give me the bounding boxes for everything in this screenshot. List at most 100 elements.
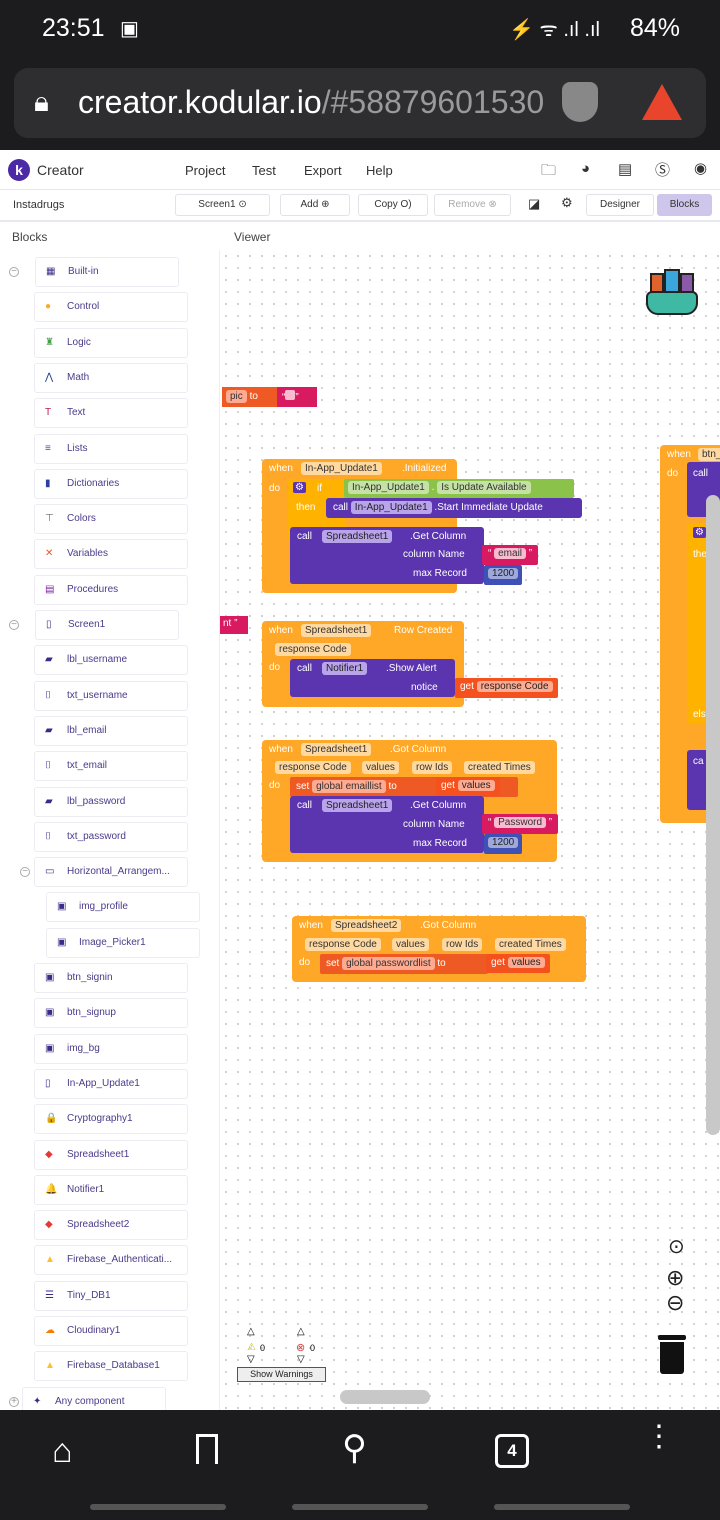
component-dropdown[interactable]: Spreadsheet2 bbox=[331, 919, 402, 932]
sidebar-item-spreadsheet2[interactable]: ◆Spreadsheet2 bbox=[34, 1210, 188, 1241]
variable-dropdown[interactable]: response Code bbox=[476, 681, 553, 692]
partial-text-block[interactable]: nt ” bbox=[220, 616, 248, 634]
trash-icon[interactable] bbox=[658, 1335, 686, 1375]
text-value[interactable]: Password bbox=[494, 817, 547, 828]
address-bar[interactable]: 🔒︎ creator.kodular.io/#58879601530 bbox=[14, 68, 706, 138]
sidebar-item-tiny-db1[interactable]: ☰Tiny_DB1 bbox=[34, 1280, 188, 1311]
sidebar-item-firebase-database1[interactable]: ▲Firebase_Database1 bbox=[34, 1351, 188, 1382]
sidebar-item-any-component[interactable]: ✦Any component bbox=[22, 1386, 166, 1410]
sidebar-item-txt-password[interactable]: ⌷txt_password bbox=[34, 821, 188, 852]
tabs-button[interactable]: 4 bbox=[495, 1434, 529, 1468]
sidebar-item-dictionaries[interactable]: ▮Dictionaries bbox=[34, 468, 188, 499]
blocks-tab[interactable]: Blocks bbox=[657, 194, 712, 216]
sidebar-item-cryptography1[interactable]: 🔒Cryptography1 bbox=[34, 1104, 188, 1135]
sidebar-item-firebase-authenticati[interactable]: ▲Firebase_Authenticati... bbox=[34, 1245, 188, 1276]
show-warnings-button[interactable]: Show Warnings bbox=[237, 1367, 326, 1382]
parameter[interactable]: values bbox=[362, 761, 399, 774]
folder-star-icon[interactable]: 🗀 bbox=[541, 162, 557, 179]
sidebar-item-img-bg[interactable]: ▣img_bg bbox=[34, 1033, 188, 1064]
sidebar-item-built-in[interactable]: ▦Built-in bbox=[35, 257, 179, 287]
bookmark-icon[interactable] bbox=[196, 1434, 218, 1464]
component-dropdown[interactable]: Spreadsheet1 bbox=[322, 799, 393, 812]
dollar-icon[interactable]: Ⓢ bbox=[655, 162, 671, 179]
show-alert-block[interactable]: call Notifier1 .Show Alert notice bbox=[290, 659, 455, 697]
parameter[interactable]: created Times bbox=[495, 938, 566, 951]
number-block[interactable]: 1200 bbox=[484, 834, 523, 854]
text-block[interactable]: “ ” bbox=[277, 387, 317, 407]
variable-dropdown[interactable]: values bbox=[507, 957, 545, 968]
set-global-passwordlist-block[interactable]: set global passwordlist to bbox=[320, 954, 488, 974]
collapse-toggle-icon[interactable]: − bbox=[9, 620, 19, 630]
collapse-toggle-icon[interactable]: − bbox=[20, 867, 30, 878]
recenter-icon[interactable]: ⊙ bbox=[668, 1236, 685, 1258]
backpack-icon[interactable] bbox=[644, 265, 704, 320]
get-column-block[interactable]: call Spreadsheet1 .Get Column column Nam… bbox=[290, 796, 484, 853]
gear-icon[interactable]: ⚙ bbox=[293, 482, 306, 493]
sidebar-item-horizontal-arrangem[interactable]: ▭Horizontal_Arrangem... bbox=[34, 857, 188, 888]
sidebar-item-txt-email[interactable]: ⌷txt_email bbox=[34, 751, 188, 782]
designer-tab[interactable]: Designer bbox=[586, 194, 654, 216]
sidebar-item-lists[interactable]: ≡Lists bbox=[34, 433, 188, 464]
sidebar-item-image-picker1[interactable]: ▣Image_Picker1 bbox=[46, 927, 200, 958]
warning-down-arrow[interactable]: ▽ bbox=[247, 1354, 255, 1365]
get-block[interactable]: get values bbox=[436, 777, 500, 796]
sidebar-item-cloudinary1[interactable]: ☁Cloudinary1 bbox=[34, 1316, 188, 1346]
menu-test[interactable]: Test bbox=[252, 163, 276, 178]
add-screen-button[interactable]: Add ⊕ bbox=[280, 194, 350, 216]
get-block[interactable]: get values bbox=[486, 954, 550, 973]
parameter[interactable]: row Ids bbox=[442, 938, 483, 951]
parameter[interactable]: created Times bbox=[464, 761, 535, 774]
gear-icon[interactable]: ⚙ bbox=[561, 195, 573, 210]
number-value[interactable]: 1200 bbox=[488, 837, 519, 848]
error-down-arrow[interactable]: ▽ bbox=[297, 1354, 305, 1365]
sidebar-item-spreadsheet1[interactable]: ◆Spreadsheet1 bbox=[34, 1139, 188, 1170]
variable-dropdown[interactable]: global emaillist bbox=[312, 780, 386, 793]
variable-dropdown[interactable]: values bbox=[457, 780, 495, 791]
variable-dropdown[interactable]: global passwordlist bbox=[342, 957, 435, 970]
component-dropdown[interactable]: btn_ bbox=[698, 448, 720, 461]
sidebar-item-screen1[interactable]: ▯Screen1 bbox=[35, 610, 179, 640]
number-block[interactable]: 1200 bbox=[484, 565, 523, 585]
text-block[interactable]: “ email ” bbox=[482, 545, 539, 565]
zoom-out-icon[interactable]: ⊖ bbox=[666, 1290, 685, 1315]
collapse-toggle-icon[interactable]: − bbox=[9, 267, 19, 277]
component-dropdown[interactable]: Spreadsheet1 bbox=[301, 743, 372, 756]
parameter[interactable]: row Ids bbox=[412, 761, 453, 774]
sidebar-item-control[interactable]: ●Control bbox=[34, 292, 188, 323]
menu-project[interactable]: Project bbox=[185, 163, 226, 178]
component-dropdown[interactable]: In-App_Update1 bbox=[348, 481, 429, 494]
warning-up-arrow[interactable]: △ bbox=[247, 1326, 255, 1337]
sidebar-item-colors[interactable]: ⊤Colors bbox=[34, 504, 188, 535]
text-value[interactable]: email bbox=[494, 548, 527, 559]
more-menu-icon[interactable]: ⋮ bbox=[644, 1420, 674, 1453]
palette-icon[interactable]: ◕ bbox=[581, 160, 591, 177]
screen-selector[interactable]: Screen1 ⊙ bbox=[175, 194, 270, 216]
home-icon[interactable]: ⌂ bbox=[52, 1432, 73, 1470]
sidebar-item-img-profile[interactable]: ▣img_profile bbox=[46, 892, 200, 923]
text-block[interactable]: “ Password ” bbox=[482, 814, 559, 834]
component-dropdown[interactable]: Spreadsheet1 bbox=[322, 530, 393, 543]
sidebar-item-lbl-password[interactable]: ▰lbl_password bbox=[34, 786, 188, 817]
account-icon[interactable]: ◉ bbox=[694, 160, 708, 177]
parameter[interactable]: response Code bbox=[275, 643, 351, 656]
parameter[interactable]: response Code bbox=[305, 938, 381, 951]
gallery-icon[interactable]: ◪ bbox=[528, 196, 541, 211]
sidebar-item-variables[interactable]: ✕Variables bbox=[34, 539, 188, 570]
horizontal-scrollbar[interactable] bbox=[340, 1390, 430, 1404]
gear-icon[interactable]: ⚙ bbox=[693, 527, 706, 538]
parameter[interactable]: response Code bbox=[275, 761, 351, 774]
parameter[interactable]: values bbox=[392, 938, 429, 951]
remove-screen-button[interactable]: Remove ⊗ bbox=[434, 194, 511, 216]
vertical-scrollbar[interactable] bbox=[706, 495, 720, 1135]
property-dropdown[interactable]: Is Update Available bbox=[437, 481, 531, 494]
sidebar-item-notifier1[interactable]: 🔔Notifier1 bbox=[34, 1174, 188, 1205]
component-dropdown[interactable]: Spreadsheet1 bbox=[301, 624, 372, 637]
copy-screen-button[interactable]: Copy O) bbox=[358, 194, 428, 216]
menu-help[interactable]: Help bbox=[366, 163, 393, 178]
zoom-in-icon[interactable]: ⊕ bbox=[666, 1265, 685, 1290]
component-dropdown[interactable]: Notifier1 bbox=[322, 662, 368, 675]
sidebar-item-math[interactable]: ⋀Math bbox=[34, 362, 188, 393]
sidebar-item-procedures[interactable]: ▤Procedures bbox=[34, 574, 188, 605]
sidebar-item-btn-signin[interactable]: ▣btn_signin bbox=[34, 963, 188, 993]
